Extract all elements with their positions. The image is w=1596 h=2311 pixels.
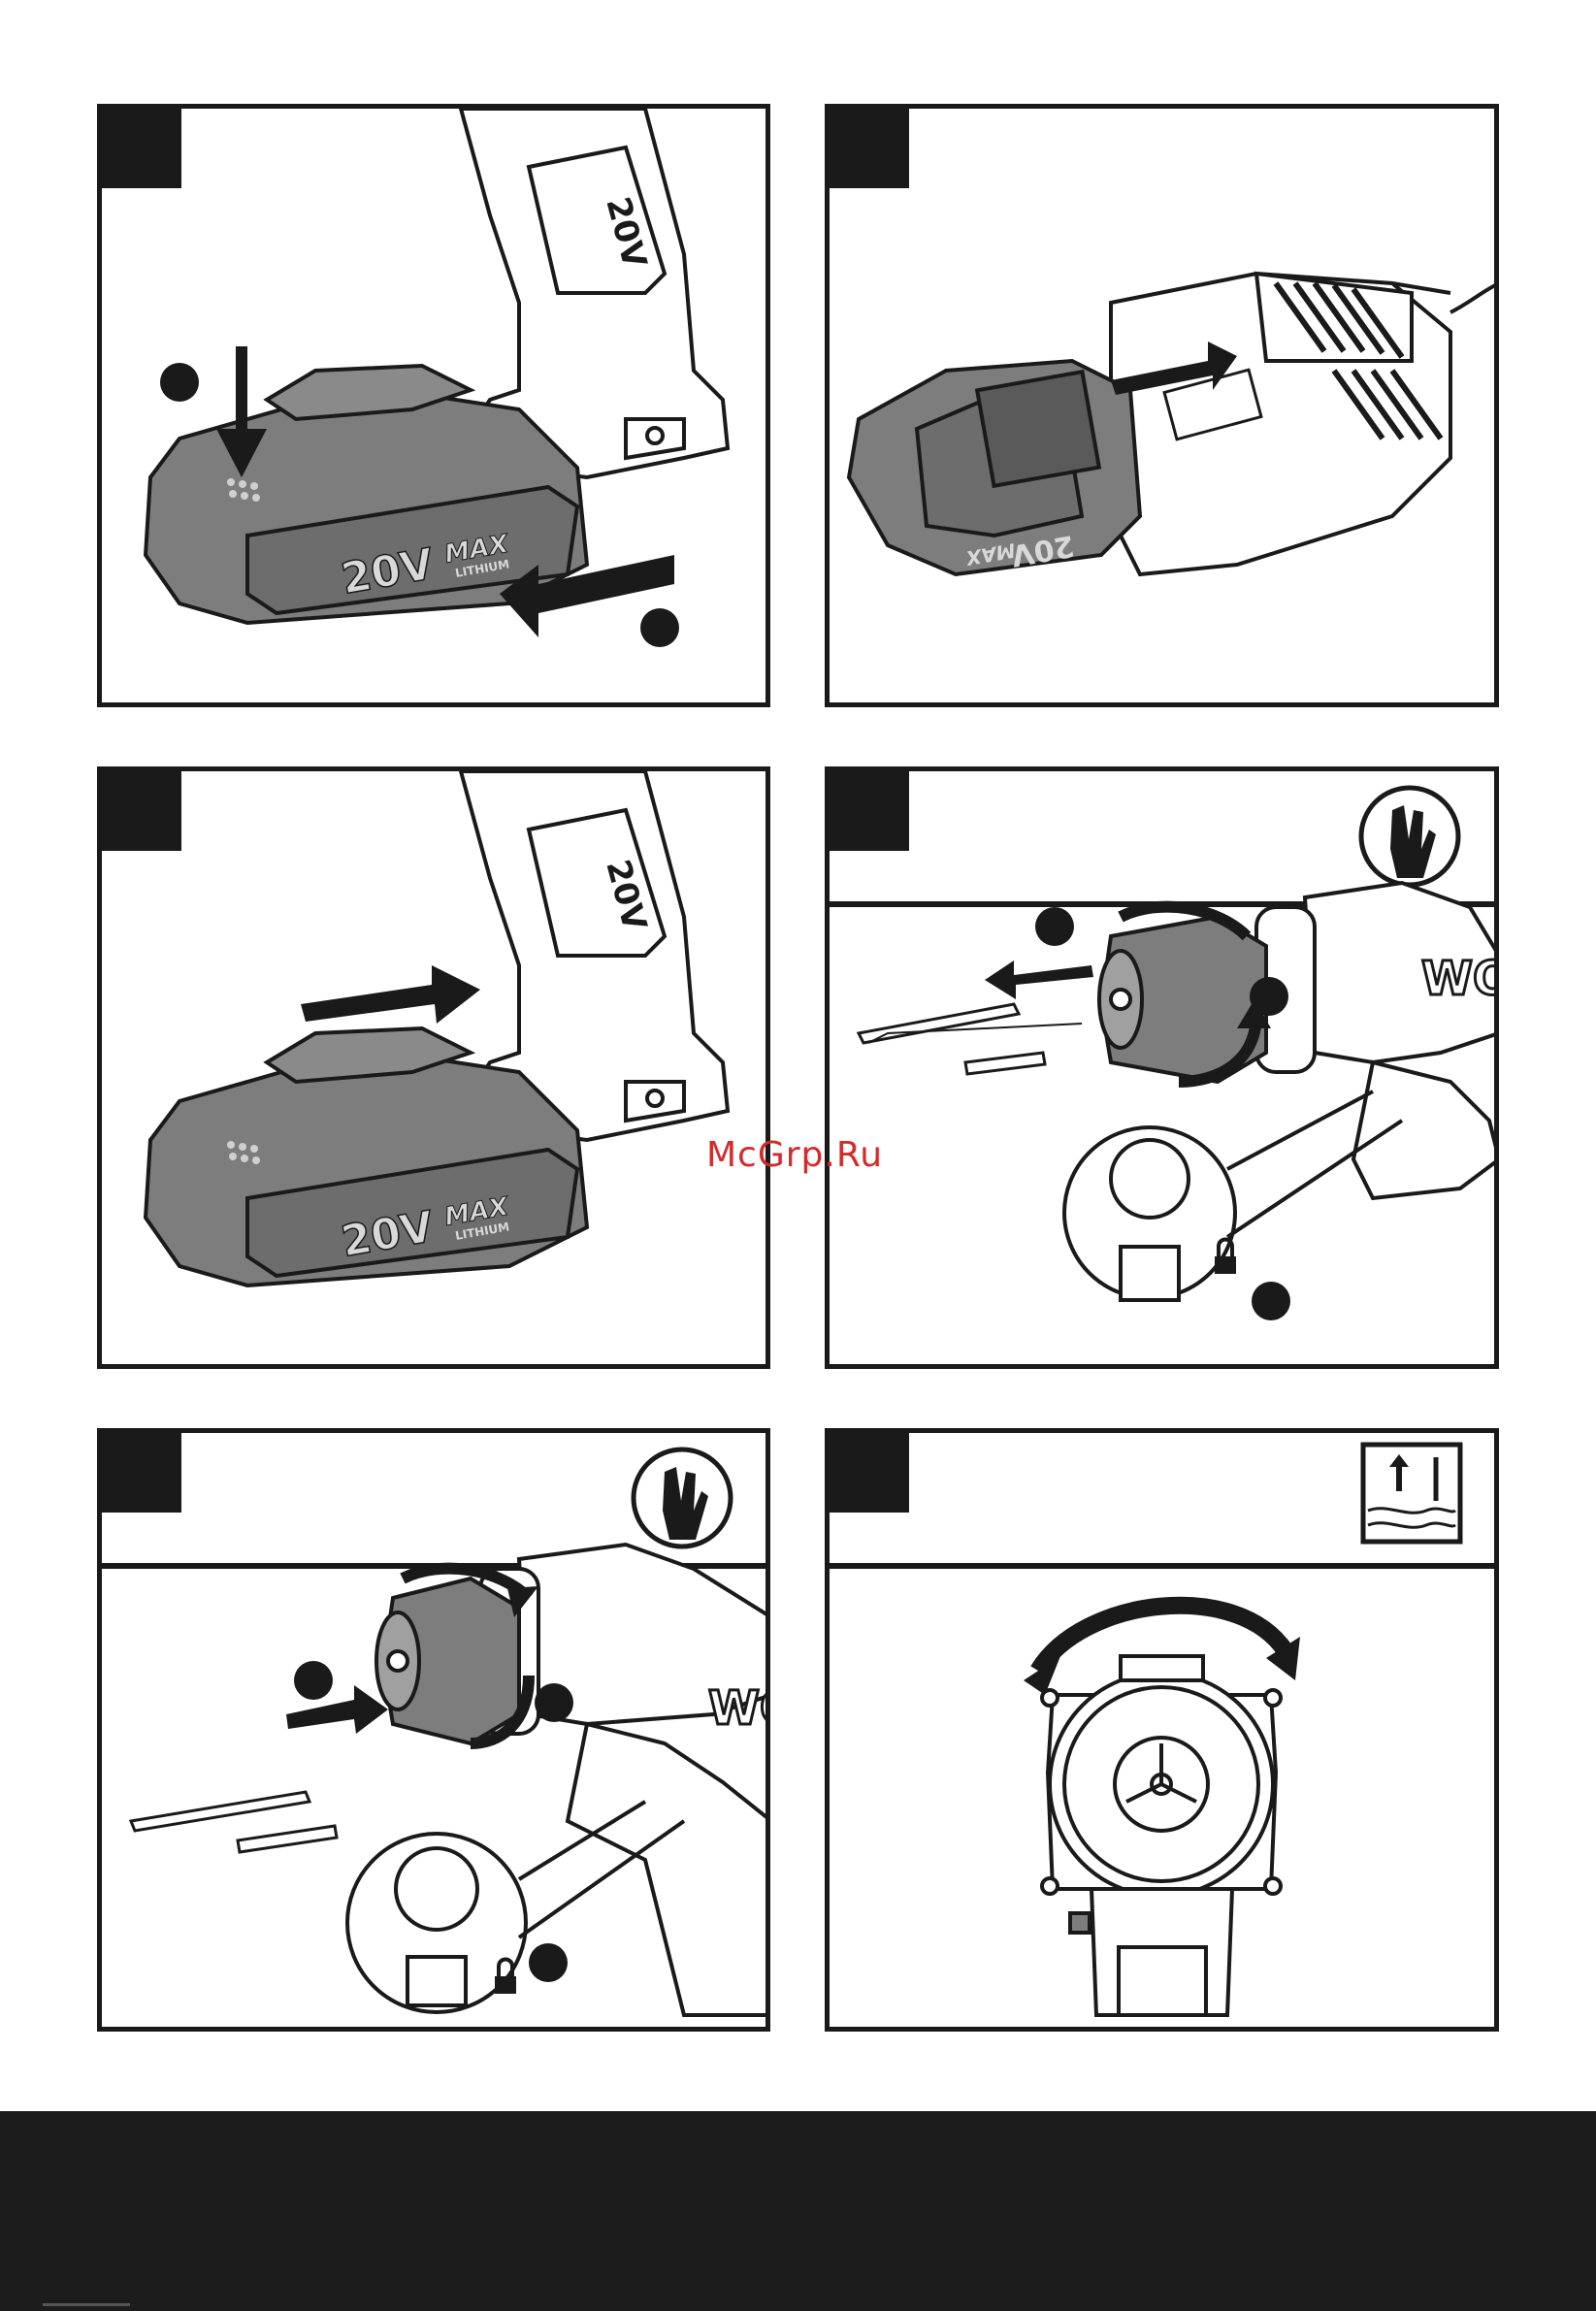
arrow-icon <box>301 965 480 1024</box>
panel-remove-battery: 20V 20V MAX LITHIUM <box>97 104 770 707</box>
panel-charge-battery: 20V MAX <box>825 104 1499 707</box>
illustration-charge-battery: 20V MAX <box>830 109 1494 702</box>
step-marker-1 <box>1035 907 1074 946</box>
illustration-remove-battery: 20V 20V MAX LITHIUM <box>102 109 765 702</box>
drill-chuck <box>376 1579 519 1743</box>
drill-brand-label: WO <box>1421 952 1494 1006</box>
footer-bar <box>0 2111 1596 2311</box>
step-marker-3 <box>529 1943 568 1982</box>
step-marker-2 <box>640 608 679 647</box>
panel-insert-battery: 20V 20V MAX LITHIUM <box>97 766 770 1369</box>
step-marker-2 <box>1250 977 1288 1016</box>
drill-brand-label: WO <box>708 1681 765 1736</box>
step-marker-1 <box>294 1661 333 1700</box>
watermark: McGrp.Ru <box>706 1135 883 1175</box>
arrow-icon <box>985 960 1093 999</box>
gloves-icon <box>1361 788 1458 885</box>
step-marker-1 <box>160 363 199 402</box>
panel-torque-collar <box>825 1428 1499 2032</box>
illustration-remove-bit: WO <box>830 771 1494 1364</box>
drill-front-view <box>1042 1656 1281 2015</box>
material-drilling-icon <box>1363 1445 1460 1542</box>
drill-bits <box>131 1792 337 1852</box>
drill-body <box>1256 883 1494 1198</box>
panel-insert-bit: WO <box>97 1428 770 2032</box>
gloves-icon <box>634 1449 731 1546</box>
panel-remove-bit: WO <box>825 766 1499 1369</box>
step-marker-2 <box>535 1683 573 1722</box>
illustration-insert-battery: 20V 20V MAX LITHIUM <box>102 771 765 1364</box>
footer-tick <box>43 2303 130 2306</box>
illustration-insert-bit: WO <box>102 1433 765 2027</box>
drill-bits <box>859 1004 1082 1074</box>
illustration-torque-collar <box>830 1433 1494 2027</box>
step-marker-3 <box>1252 1282 1290 1320</box>
